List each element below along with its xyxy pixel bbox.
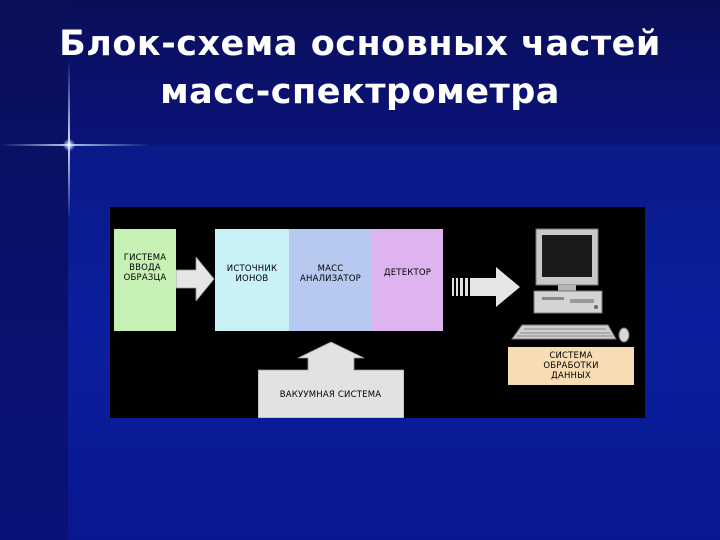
data-processing-line-3: ДАННЫХ <box>551 371 591 381</box>
mass-spectrometer-diagram: ГИСТЕМА ВВОДА ОБРАЗЦА ИСТОЧНИК ИОНОВ МАС… <box>110 207 645 418</box>
slide-title-line-1: Блок-схема основных частей <box>59 24 661 64</box>
sample-introduction-line-3: ОБРАЗЦА <box>123 273 167 283</box>
mass-analyzer-box: МАСС АНАЛИЗАТОР <box>289 229 372 331</box>
computer-icon <box>511 228 630 343</box>
arrow-detector-to-computer-icon <box>452 267 520 307</box>
ion-source-box: ИСТОЧНИК ИОНОВ <box>215 229 289 331</box>
ion-source-line-2: ИОНОВ <box>235 274 269 284</box>
mass-analyzer-line-2: АНАЛИЗАТОР <box>299 274 362 284</box>
arrow-sample-to-source-icon <box>176 257 215 301</box>
left-band <box>0 0 68 540</box>
slide-title-line-2: масс-спектрометра <box>160 72 560 112</box>
data-processing-line-1: СИСТЕМА <box>549 351 593 361</box>
title-band <box>0 0 720 145</box>
ion-source-line-1: ИСТОЧНИК <box>226 264 278 274</box>
sparkle-icon <box>63 139 75 151</box>
sample-introduction-line-1: ГИСТЕМА <box>123 253 167 263</box>
mass-analyzer-line-1: МАСС <box>317 264 344 274</box>
sample-introduction-box: ГИСТЕМА ВВОДА ОБРАЗЦА <box>114 229 176 331</box>
data-processing-box: СИСТЕМА ОБРАБОТКИ ДАННЫХ <box>508 347 634 385</box>
vacuum-system-shape <box>258 342 404 418</box>
sample-introduction-line-2: ВВОДА <box>129 263 161 273</box>
detector-box: ДЕТЕКТОР <box>372 229 443 331</box>
vacuum-system-label: ВАКУУМНАЯ СИСТЕМА <box>279 390 382 400</box>
data-processing-line-2: ОБРАБОТКИ <box>543 361 599 371</box>
slide-title: Блок-схема основных частей масс-спектром… <box>20 20 700 116</box>
sparkle-horizontal <box>0 144 150 146</box>
detector-label: ДЕТЕКТОР <box>383 268 432 278</box>
